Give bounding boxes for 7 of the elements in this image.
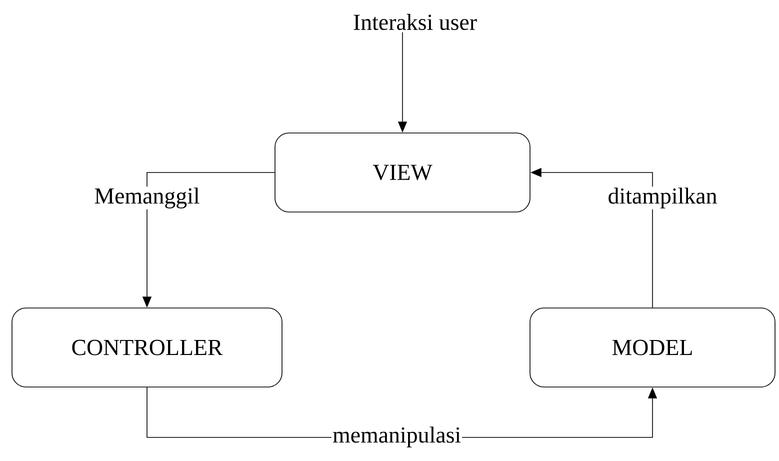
edge-label: Memanggil	[93, 186, 201, 210]
process-box: MODEL	[530, 308, 776, 388]
process-box: VIEW	[274, 132, 530, 212]
input-text: Interaksi user	[354, 14, 477, 30]
process-box: CONTROLLER	[12, 308, 282, 388]
edge-label: ditampilkan	[606, 186, 718, 210]
edge-label: memanipulasi	[332, 426, 462, 448]
